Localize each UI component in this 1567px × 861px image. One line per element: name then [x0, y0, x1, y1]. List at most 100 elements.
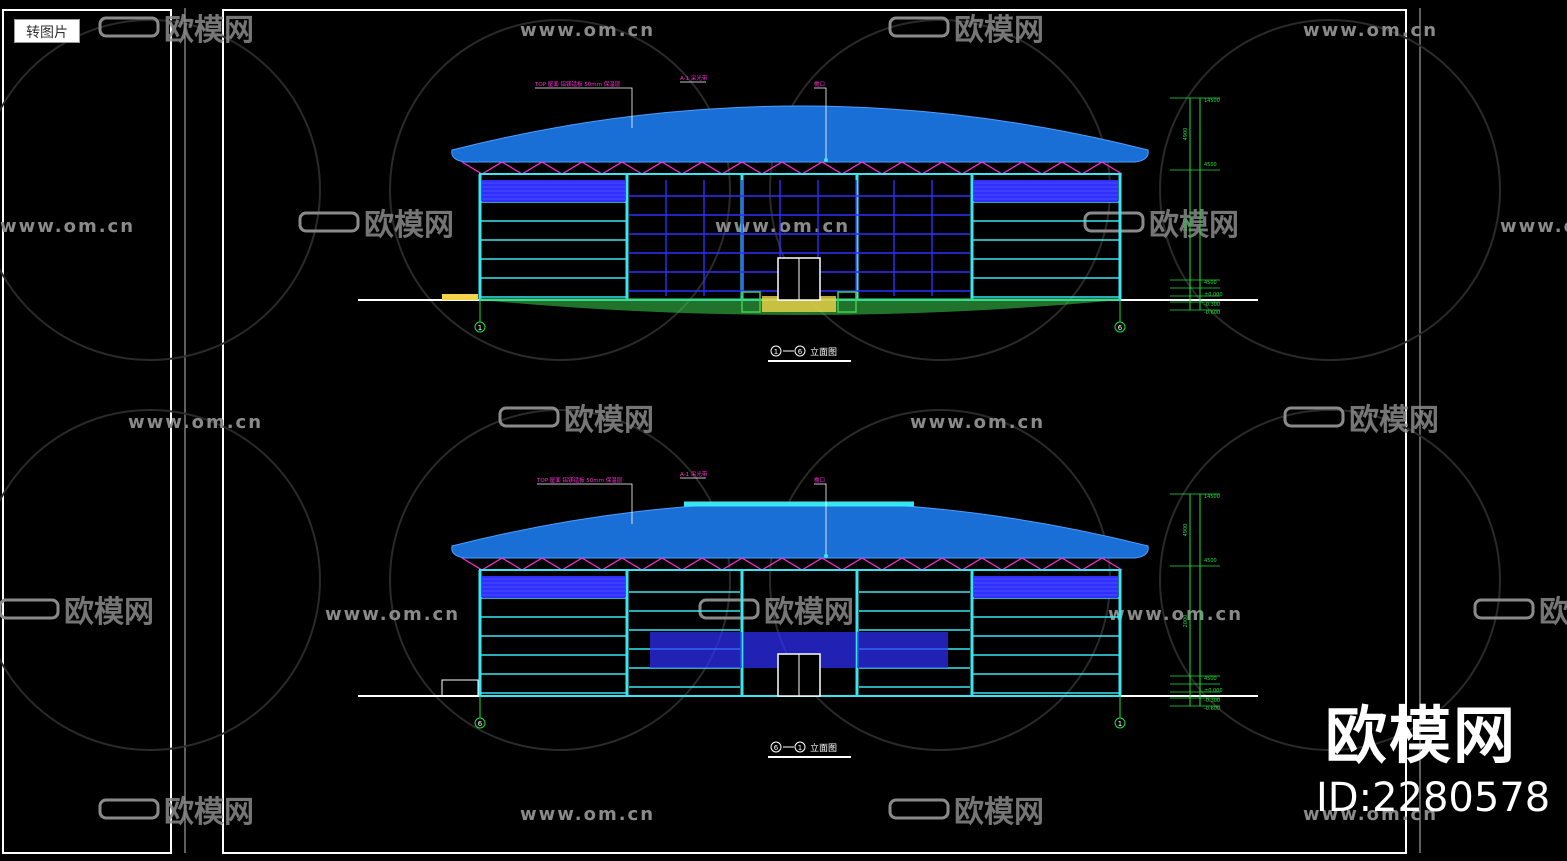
watermark-sofa-icon [1473, 598, 1535, 620]
dimension-label: 14500 [1204, 494, 1220, 500]
axis-start-label: 1 [478, 324, 482, 332]
brand-id: ID:2280578 [1316, 775, 1551, 821]
watermark-url: www.om.cn [520, 20, 655, 41]
axis-end-label: 1 [1118, 720, 1122, 728]
sheet-frames [2, 8, 1421, 854]
window-band [857, 632, 948, 668]
watermark-circle [0, 19, 321, 361]
dimension-label: 2000 [1183, 219, 1189, 232]
dimension-label: -0.600 [1204, 310, 1220, 316]
planter-right [837, 291, 857, 313]
dimension-label: ±0.000 [1204, 292, 1223, 298]
watermark-circle [1159, 409, 1501, 751]
brand-logo: 欧模网 [1324, 699, 1517, 772]
roof-truss [461, 557, 1123, 571]
brand-watermark: 欧模网 ID:2280578 [1316, 699, 1551, 822]
dimension-label: 4500 [1204, 162, 1217, 168]
watermark-logo: 欧模网 [1539, 595, 1567, 630]
axis-bubble [474, 717, 486, 729]
watermark-logo: 欧模网 [1349, 403, 1439, 438]
note-roof-leader [535, 87, 633, 128]
title-axis-a: 1 [774, 348, 778, 356]
roof-shell [451, 501, 1149, 559]
watermark-url: www.om.cn [910, 412, 1045, 433]
watermark-url: www.om.cn [520, 804, 655, 825]
note-right: 檐口 [814, 80, 825, 88]
elevation-title: 立面图 [810, 742, 837, 754]
dimension-label: 14500 [1204, 98, 1220, 104]
window-band [650, 632, 742, 668]
dimension-label: 2000 [1183, 615, 1189, 628]
planter-left [741, 291, 761, 313]
roof-shell [451, 105, 1149, 163]
elevation-title: 立面图 [810, 346, 837, 358]
watermark-sofa-icon [98, 798, 160, 820]
convert-to-image-button[interactable]: 转图片 [14, 19, 80, 43]
drawing-frame [222, 9, 1407, 854]
note-top: A-1 采光带 [680, 74, 708, 82]
note-roof: TOP 屋面 铝镁锰板 50mm 保温层 [536, 476, 623, 484]
axis-start-label: 6 [478, 720, 483, 728]
watermark-sofa-icon [1083, 211, 1145, 233]
watermark-logo: 欧模网 [1149, 208, 1239, 243]
left-panel-frame [2, 9, 172, 854]
dimension-label: 4500 [1204, 558, 1217, 564]
axis-end-label: 6 [1118, 324, 1123, 332]
watermark-sofa-icon [698, 598, 760, 620]
note-right-dot [824, 554, 828, 558]
watermark-logo: 欧模网 [364, 208, 454, 243]
watermark-sofa-icon [0, 598, 60, 620]
watermark-sofa-icon [1283, 406, 1345, 428]
watermark-url: www.om.cn [1303, 20, 1438, 41]
watermark-logo: 欧模网 [64, 595, 154, 630]
watermark-sofa-icon [888, 16, 950, 38]
watermark-logo: 欧模网 [954, 13, 1044, 48]
note-top: A-1 采光带 [680, 470, 708, 478]
watermark-logo: 欧模网 [164, 13, 254, 48]
axis-bubble [1114, 321, 1126, 333]
dimension-label: -0.600 [1204, 706, 1220, 712]
watermark-url: www.om.cn [1303, 804, 1438, 825]
watermark-logo: 欧模网 [164, 795, 254, 830]
dimension-label: -0.300 [1204, 698, 1220, 704]
title-axis-b: 6 [798, 348, 803, 356]
title-axis-b: 1 [798, 744, 802, 752]
note-roof-leader [537, 483, 633, 524]
title-axis-bubble-a [770, 345, 782, 357]
dimension-label: -0.300 [1204, 302, 1220, 308]
roof-truss [461, 161, 1123, 175]
watermark-url: www.om.cn [715, 216, 850, 237]
watermark-sofa-icon [498, 406, 560, 428]
note-right-dot [824, 158, 828, 162]
dimension-label: 4500 [1204, 280, 1217, 286]
watermark-url: www.om.cn [0, 216, 135, 237]
watermark-circle [1159, 19, 1501, 361]
watermark-sofa-icon [98, 16, 160, 38]
watermark-url: www.om.cn [325, 604, 460, 625]
dimension-label: 4900 [1183, 524, 1189, 537]
note-right-leader [814, 87, 827, 160]
title-axis-a: 6 [774, 744, 779, 752]
side-step [442, 294, 478, 300]
watermark-circle [0, 409, 321, 751]
note-right-leader [814, 483, 827, 556]
watermark-url: www.om.cn [128, 412, 263, 433]
watermark-sofa-icon [298, 211, 360, 233]
side-ramp [441, 679, 479, 697]
axis-bubble [474, 321, 486, 333]
title-axis-bubble-a [770, 741, 782, 753]
dimension-label: 4500 [1204, 676, 1217, 682]
title-axis-bubble-b [794, 741, 806, 753]
watermark-sofa-icon [888, 798, 950, 820]
watermark-url: www.om.cn [1108, 604, 1243, 625]
dimension-label: ±0.000 [1204, 688, 1223, 694]
watermark-logo: 欧模网 [564, 403, 654, 438]
watermark-logo: 欧模网 [764, 595, 854, 630]
watermark-circle [389, 19, 731, 361]
note-right: 檐口 [814, 476, 825, 484]
dimension-label: 4900 [1183, 128, 1189, 141]
watermark-logo: 欧模网 [954, 795, 1044, 830]
axis-bubble [1114, 717, 1126, 729]
